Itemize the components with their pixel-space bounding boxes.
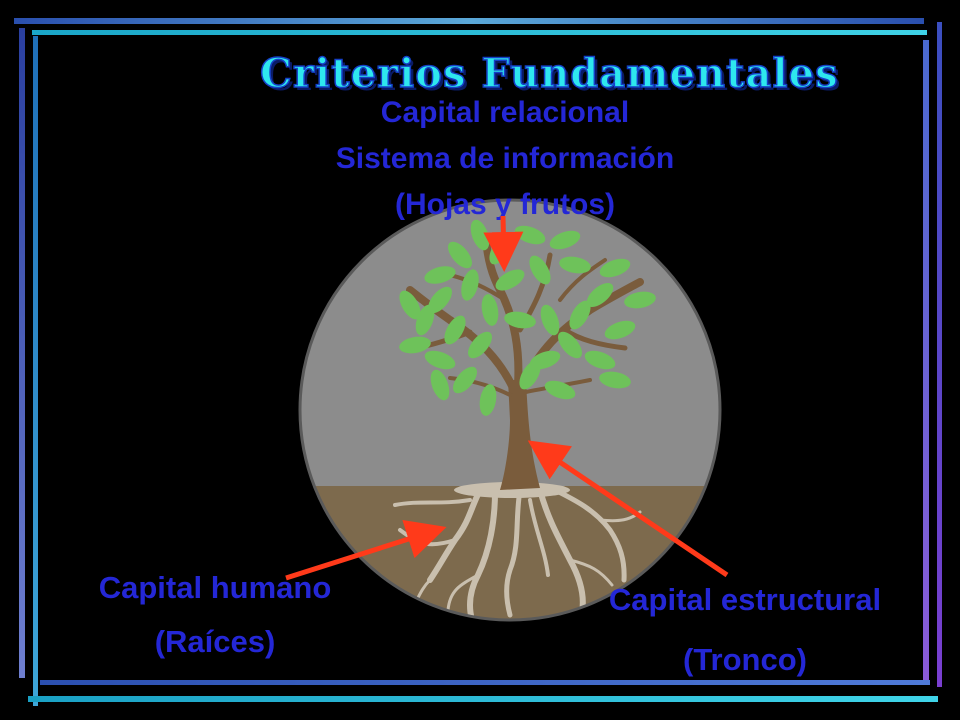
trunk-label: (Tronco) [683,642,807,677]
frame-right-bar [923,40,929,680]
structural-capital-label: Capital estructural [608,582,882,617]
arrow-icon-roots [285,520,447,581]
leaves [399,219,656,416]
frame-left-bar-inner [33,36,38,706]
arrow-icon-trunk [527,440,729,578]
relational-capital-line: Capital relacional [380,96,630,129]
frame-top-bar-inner [32,30,927,35]
leaves-fruits-line: (Hojas y frutos) [394,188,616,221]
frame-right-bar-outer [937,22,942,687]
frame-left-bar [19,28,25,678]
relational-capital-label: Capital relacional Sistema de informació… [250,90,760,228]
frame-bottom-bar-inner [28,696,938,702]
information-system-line: Sistema de información [335,142,675,175]
frame-top-bar [14,18,924,24]
slide-title: Criterios Fundamentales [259,49,839,98]
circle-outline [298,198,722,622]
arrow-icon-leaves [483,215,524,272]
roots-label: (Raíces) [154,624,276,659]
frame-bottom-bar [40,680,930,685]
